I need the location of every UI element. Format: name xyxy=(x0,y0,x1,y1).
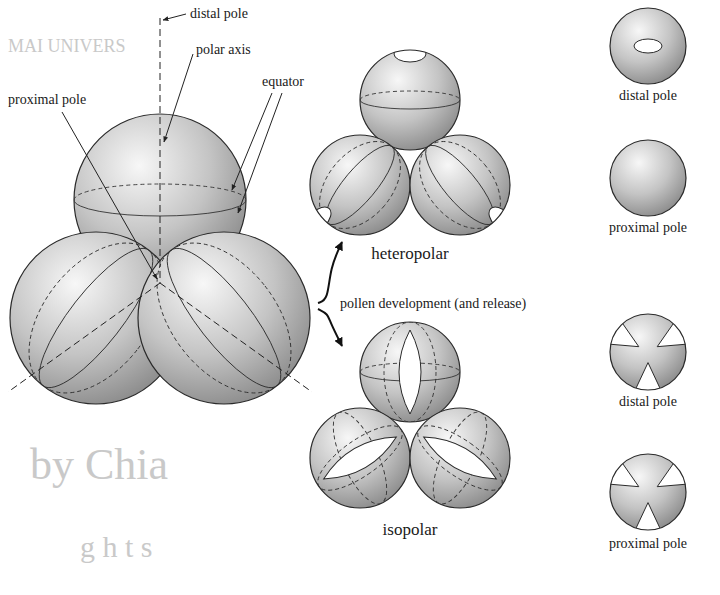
pollen-grain xyxy=(403,126,519,244)
grain-body xyxy=(610,140,686,216)
grain-surface xyxy=(607,460,689,534)
development-arrow xyxy=(318,309,342,346)
polar-axis-line xyxy=(160,18,161,283)
leader-line xyxy=(163,14,186,20)
pole-label: distal pole xyxy=(619,394,677,410)
grain-body xyxy=(310,408,410,508)
polar-axis-line xyxy=(160,283,312,392)
aperture-pore xyxy=(484,202,519,237)
meridian-line xyxy=(409,415,512,502)
aperture-pore xyxy=(394,46,426,62)
meridian-line xyxy=(130,218,318,418)
polar-axis-line xyxy=(8,283,160,392)
colpus-slit xyxy=(399,330,421,414)
process-label: pollen development (and release) xyxy=(340,296,526,312)
grain-outline xyxy=(360,50,460,150)
pole-label: proximal pole xyxy=(609,220,687,236)
aperture-pore xyxy=(300,202,335,237)
grain-outline xyxy=(138,232,310,404)
grain-outline xyxy=(610,140,686,216)
grain-body xyxy=(360,322,460,422)
grain-surface xyxy=(309,405,412,511)
equator-front xyxy=(360,100,460,109)
aperture-pore xyxy=(634,39,662,53)
meridian-line xyxy=(403,126,516,244)
grain-surface xyxy=(409,405,512,511)
pollen-grain xyxy=(130,218,318,418)
development-arrow xyxy=(318,242,342,303)
pollen-grain xyxy=(607,454,689,534)
leader-line xyxy=(238,93,282,213)
leader-line xyxy=(164,54,193,142)
axis-label: polar axis xyxy=(196,42,251,58)
grain-outline xyxy=(360,322,460,422)
grain-body xyxy=(310,135,410,235)
grain-outline xyxy=(310,408,410,508)
grain-body xyxy=(410,408,510,508)
colpus-slit xyxy=(418,427,502,488)
grain-outline xyxy=(310,135,410,235)
pole-label: proximal pole xyxy=(609,536,687,552)
equator-back xyxy=(360,91,460,100)
pole-label: proximal pole xyxy=(8,92,86,108)
grain-body xyxy=(610,8,686,84)
grain-surface xyxy=(403,126,519,244)
grain-outline xyxy=(610,454,686,530)
pollen-grain xyxy=(607,314,689,394)
watermark-text: by Chia xyxy=(30,440,168,491)
pollen-grain xyxy=(309,405,412,511)
pollen-grain xyxy=(409,405,512,511)
pole-label: distal pole xyxy=(619,88,677,104)
grain-surface xyxy=(607,320,689,394)
type-label: heteropolar xyxy=(371,244,448,264)
grain-outline xyxy=(610,314,686,390)
equator-label: equator xyxy=(262,74,304,90)
grain-body xyxy=(360,50,460,150)
grain-surface xyxy=(300,126,416,244)
grain-surface xyxy=(634,39,662,53)
watermark-text: MAI UNIVERS xyxy=(8,36,126,57)
grain-body xyxy=(410,135,510,235)
pollen-grain xyxy=(360,322,460,422)
pollen-grain xyxy=(610,140,686,216)
pollen-grain xyxy=(610,8,686,84)
leader-line xyxy=(62,112,157,279)
meridian-line xyxy=(151,234,298,402)
pollen-grain xyxy=(360,46,460,150)
meridian-line xyxy=(384,322,436,422)
grain-surface xyxy=(130,218,318,418)
meridian-line xyxy=(303,126,416,244)
grain-surface xyxy=(360,322,460,422)
type-label: isopolar xyxy=(383,520,438,540)
grain-surface xyxy=(360,46,460,109)
meridian-line xyxy=(309,415,412,502)
grain-outline xyxy=(410,408,510,508)
pollen-grain xyxy=(300,126,416,244)
grain-outline xyxy=(410,135,510,235)
colpus-slit xyxy=(318,427,402,488)
pole-label: distal pole xyxy=(190,6,248,22)
grain-outline xyxy=(610,8,686,84)
watermark-text: g h t s xyxy=(80,530,153,565)
